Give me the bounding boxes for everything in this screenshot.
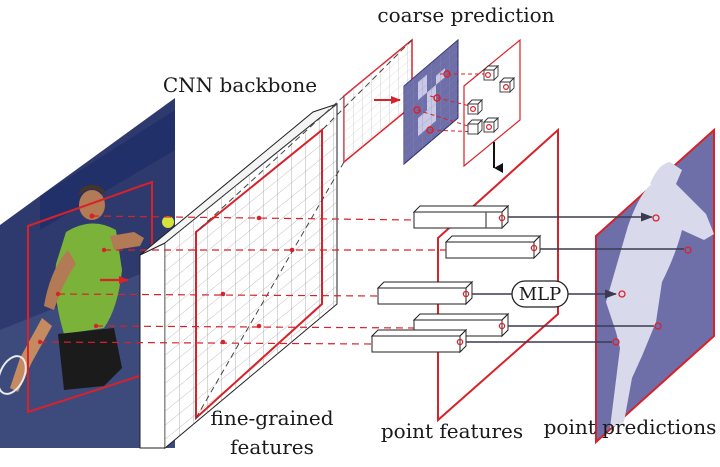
fine-grained-label-line1: fine-grained: [210, 406, 333, 430]
feature-vector: [444, 234, 542, 260]
point-predictions-label: point predictions: [544, 415, 717, 439]
person-silhouette-mask: [606, 176, 714, 428]
fine-grained-label-line2: features: [230, 435, 314, 459]
feature-grid: [165, 104, 337, 448]
feature-vector: [370, 328, 468, 354]
mlp-label: MLP: [519, 284, 562, 305]
feature-vector: [376, 280, 474, 306]
input-image: [0, 98, 175, 448]
point-features-label: point features: [381, 419, 523, 443]
tennis-player-photo: [0, 185, 174, 395]
feature-vector: [412, 204, 510, 230]
feature-vectors: [370, 204, 542, 354]
point-predictions-mask: [595, 127, 715, 445]
projection-lines: [195, 39, 413, 419]
sampling-lines: [39, 215, 446, 345]
mlp-block: MLP: [511, 280, 569, 308]
prediction-arrows: [466, 212, 684, 343]
point-features-plane: [437, 127, 559, 423]
point-cubes: [466, 64, 516, 136]
cnn-backbone-label: CNN backbone: [163, 73, 317, 97]
refined-points-grid: [416, 38, 521, 168]
coarse-mask: [403, 38, 459, 166]
coarse-prediction-label: coarse prediction: [377, 3, 554, 27]
